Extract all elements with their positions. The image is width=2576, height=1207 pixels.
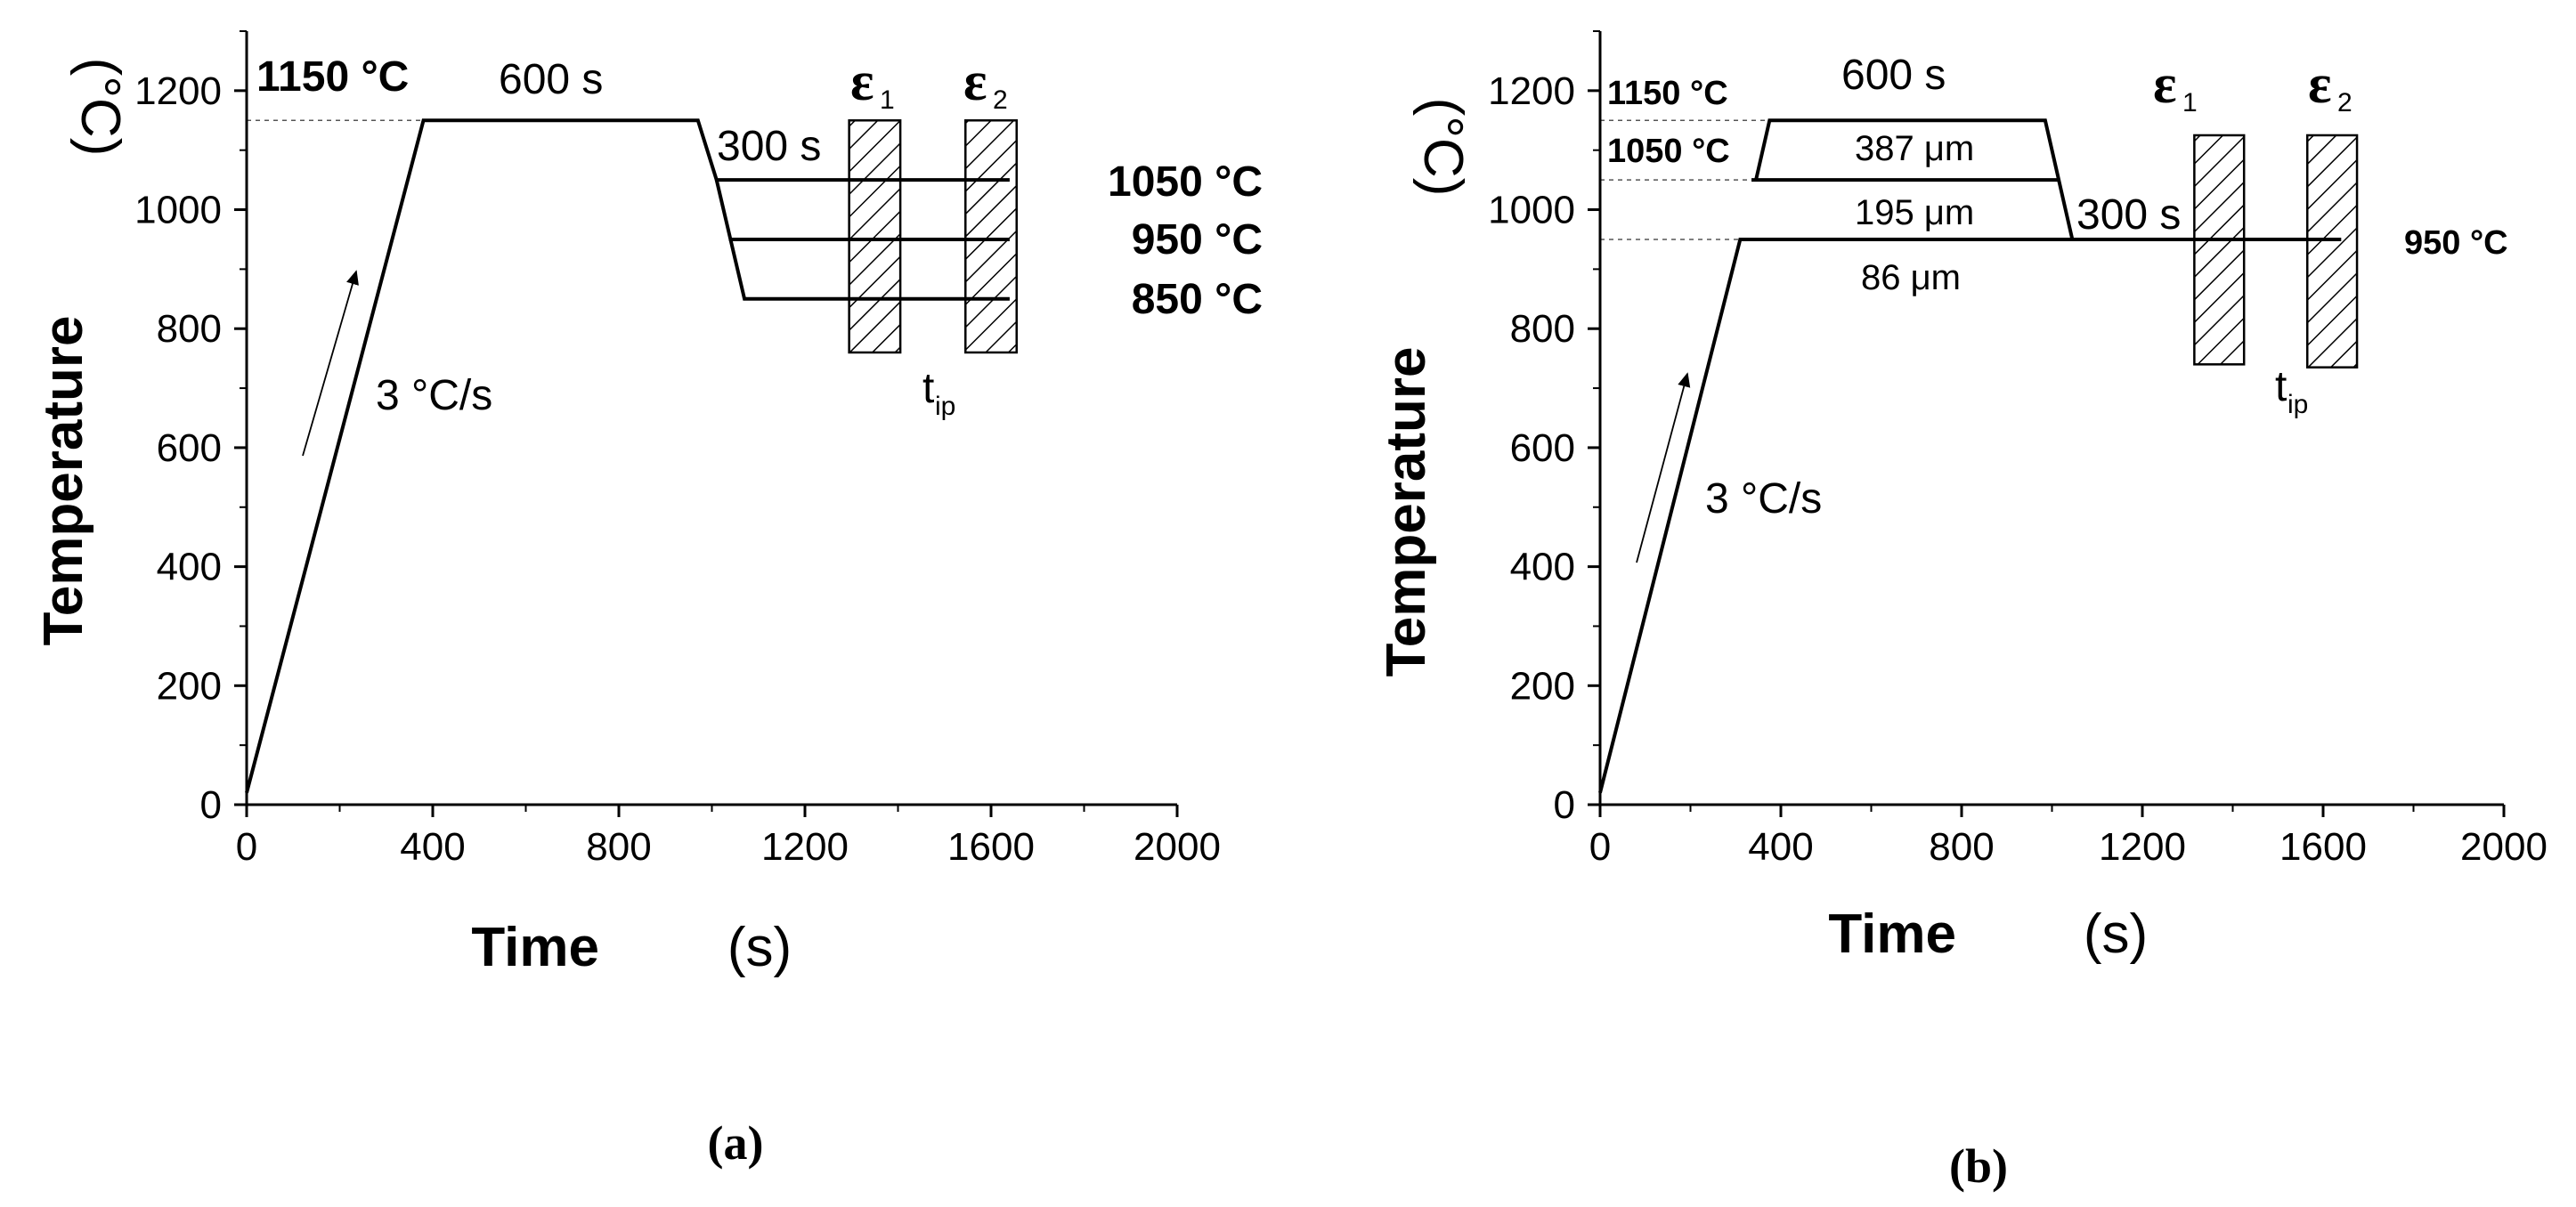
panel-a-strain-blocks — [848, 119, 1018, 354]
panel-a-x-axis-unit: (s) — [727, 917, 792, 978]
panel-b-label-1150: 1150 °C — [1607, 75, 1728, 112]
panel-b-x-tick-label: 2000 — [2460, 825, 2548, 869]
panel-a-label-950: 950 °C — [1132, 216, 1263, 263]
panel-a-y-tick-label: 200 — [157, 664, 222, 708]
panel-a-label-eps1: ε — [850, 52, 874, 112]
panel-b-series-line-3 — [1754, 118, 2075, 240]
panel-b-axes: 0 400 800 1200 1600 2000 0 200 400 600 800 1000 1200 — [1488, 30, 2548, 869]
panel-a-label-eps2-sub: 2 — [993, 85, 1008, 115]
panel-b-x-tick-label: 800 — [1929, 825, 1994, 869]
panel-b-label-86: 86 μm — [1861, 258, 1961, 297]
panel-b-series-line-1 — [1598, 237, 2342, 794]
panel-b-y-tick-label: 0 — [1554, 783, 1575, 827]
panel-b-y-tick-label: 400 — [1510, 546, 1575, 589]
panel-a-y-tick-label: 1200 — [134, 69, 222, 113]
panel-b-y-axis-unit: (°C) — [1412, 98, 1474, 197]
panel-a-label-tip-sub: ip — [935, 392, 955, 421]
panel-a-axes: 0 400 800 1200 1600 2000 0 200 400 600 800 1000 1200 — [134, 30, 1221, 869]
panel-a-y-axis-title: Temperature — [33, 316, 94, 646]
panel-b-y-tick-label: 1000 — [1488, 189, 1575, 232]
panel-b-label-387: 387 μm — [1855, 129, 1974, 168]
panel-a-y-tick-label: 400 — [157, 546, 222, 589]
panel-b-x-tick-label: 0 — [1589, 825, 1611, 869]
panel-a-x-tick-label: 0 — [236, 825, 257, 869]
panel-b-label-600s: 600 s — [1841, 52, 1946, 99]
panel-b-label-rate: 3 °C/s — [1705, 475, 1822, 522]
panel-a-x-tick-label: 400 — [400, 825, 465, 869]
panel-a-strain-block-2 — [964, 119, 1018, 354]
panel-a-label-rate: 3 °C/s — [376, 372, 492, 419]
panel-b-strain-blocks — [2193, 134, 2359, 369]
panel-a-y-tick-label: 800 — [157, 307, 222, 351]
panel-b-y-tick-label: 600 — [1510, 426, 1575, 470]
panel-a-y-tick-label: 0 — [200, 783, 222, 827]
panel-a-x-tick-label: 800 — [586, 825, 651, 869]
panel-b-series — [1598, 118, 2342, 794]
panel-b-y-tick-label: 800 — [1510, 307, 1575, 351]
panel-b-x-tick-label: 1200 — [2099, 825, 2186, 869]
panel-a-y-tick-label: 1000 — [134, 189, 222, 232]
panel-a: 0 400 800 1200 1600 2000 0 200 400 600 800 1000 1200… — [33, 30, 1263, 1170]
panel-a-y-tick-label: 600 — [157, 426, 222, 470]
panel-a-y-axis-unit: (°C) — [69, 58, 131, 157]
panel-b-heating-rate-arrow — [1636, 372, 1691, 563]
panel-b-y-axis-title: Temperature — [1376, 347, 1437, 677]
panel-a-label-eps2: ε — [963, 52, 987, 112]
panel-a-series — [245, 118, 1010, 794]
panel-a-label-300s: 300 s — [717, 123, 821, 170]
panel-b-x-axis-title: Time — [1828, 903, 1956, 965]
panel-b-label-eps1: ε — [2153, 54, 2177, 115]
panel-b-x-axis-unit: (s) — [2084, 903, 2148, 965]
panel-b-label-950: 950 °C — [2404, 224, 2508, 262]
panel-b-y-tick-label: 200 — [1510, 664, 1575, 708]
panel-b: 0 400 800 1200 1600 2000 0 200 400 600 800 1000 1200… — [1376, 30, 2548, 1193]
panel-a-label-tip: t — [922, 365, 934, 412]
panel-b-panel-label: (b) — [1949, 1139, 2008, 1193]
panel-a-label-850: 850 °C — [1132, 276, 1263, 323]
panel-b-strain-block-1 — [2193, 134, 2246, 366]
panel-b-label-195: 195 μm — [1855, 193, 1974, 232]
panel-a-label-1050: 1050 °C — [1108, 158, 1263, 206]
panel-b-label-1050: 1050 °C — [1607, 133, 1730, 170]
panel-a-x-tick-label: 2000 — [1134, 825, 1221, 869]
panel-b-label-eps2: ε — [2308, 54, 2332, 115]
panel-b-strain-block-2 — [2305, 134, 2359, 369]
panel-b-label-eps2-sub: 2 — [2337, 88, 2353, 117]
panel-b-x-tick-label: 400 — [1748, 825, 1813, 869]
panel-a-x-axis-title: Time — [471, 917, 599, 978]
panel-b-label-300s: 300 s — [2076, 191, 2181, 239]
panel-a-x-tick-label: 1600 — [947, 825, 1035, 869]
panel-b-label-eps1-sub: 1 — [2182, 88, 2198, 117]
panel-a-heating-rate-arrow — [302, 270, 359, 457]
panel-b-label-tip-sub: ip — [2288, 390, 2308, 419]
panel-a-label-1150: 1150 °C — [256, 53, 409, 101]
panel-a-strain-block-1 — [848, 119, 902, 354]
panel-a-panel-label: (a) — [708, 1116, 764, 1170]
panel-b-dashed-lines — [1600, 119, 1770, 240]
panel-b-x-tick-label: 1600 — [2279, 825, 2367, 869]
panel-a-label-eps1-sub: 1 — [880, 85, 895, 115]
panel-a-x-tick-label: 1200 — [761, 825, 849, 869]
panel-a-label-600s: 600 s — [499, 56, 603, 103]
panel-b-label-tip: t — [2275, 363, 2287, 410]
panel-b-y-tick-label: 1200 — [1488, 69, 1575, 113]
